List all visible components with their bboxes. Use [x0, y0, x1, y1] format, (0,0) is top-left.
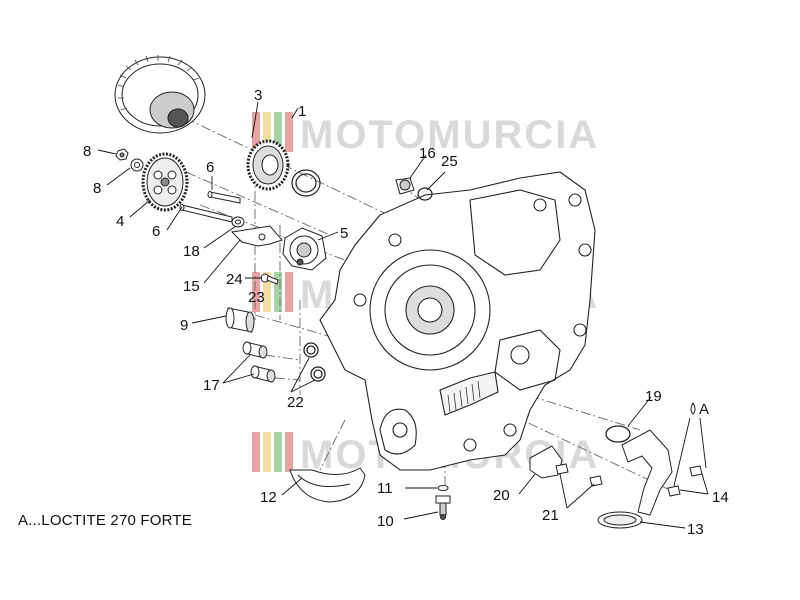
callout-4: 4 — [116, 213, 124, 230]
part-10-switch — [435, 495, 451, 520]
callout-25: 25 — [441, 153, 458, 170]
watermark-text-top: MOTOMURCIA — [300, 113, 599, 157]
crankcase-cover — [319, 171, 596, 471]
callout-20: 20 — [493, 487, 510, 504]
part-6-pin-upper — [207, 191, 241, 204]
callout-13: 13 — [687, 521, 704, 538]
part-13-oil-pickup — [597, 429, 673, 529]
part-18-washer — [231, 216, 245, 228]
part-17-plug-upper — [242, 341, 268, 359]
part-14-screws — [667, 465, 703, 497]
loctite-note: A...LOCTITE 270 FORTE — [18, 512, 192, 529]
part-25-oring — [417, 187, 433, 201]
pump-shaft-threads — [447, 380, 481, 413]
callout-11: 11 — [377, 480, 393, 497]
callout-21: 21 — [542, 507, 559, 524]
watermark-logo-top: MOTOMURCIA — [252, 112, 599, 157]
callout-8: 8 — [83, 143, 91, 160]
callout-9: 9 — [180, 317, 188, 334]
part-3-gear — [246, 139, 290, 191]
leader-lines — [97, 101, 709, 529]
part-5-oil-pump — [282, 227, 327, 271]
part-20-plate — [529, 445, 563, 479]
part-11-washer — [437, 485, 449, 491]
part-7-washer — [130, 158, 144, 172]
part-15-plate — [230, 225, 283, 247]
callout-19: 19 — [645, 388, 662, 405]
callout-12: 12 — [260, 489, 277, 506]
callout-18: 18 — [183, 243, 200, 260]
part-2-circlip — [291, 169, 321, 197]
callout-6-lower: 6 — [152, 223, 160, 240]
callout-15: 15 — [183, 278, 200, 295]
callout-7: 8 — [93, 180, 101, 197]
part-4-pump-gear — [141, 152, 189, 212]
part-9-filter — [225, 307, 255, 333]
callout-16: 16 — [419, 145, 436, 162]
callout-24: 24 — [226, 271, 243, 288]
callout-22: 22 — [287, 394, 304, 411]
callout-3: 3 — [254, 87, 262, 104]
part-12-cover — [289, 467, 366, 503]
callout-17: 17 — [203, 377, 220, 394]
callout-23: 23 — [248, 289, 265, 306]
callout-10: 10 — [377, 513, 394, 530]
part-21-screws — [555, 463, 603, 487]
part-1-clutch-housing — [114, 55, 206, 134]
callout-5: 5 — [340, 225, 348, 242]
callout-6-upper: 6 — [206, 159, 214, 176]
callout-1: 1 — [298, 103, 306, 120]
clutch-teeth — [117, 55, 200, 111]
callout-14: 14 — [712, 489, 729, 506]
part-17-plug-lower — [250, 365, 276, 383]
part-8-nut — [115, 148, 129, 161]
part-16-plug — [395, 177, 415, 195]
part-19-oring — [605, 425, 631, 443]
part-22-orings — [303, 342, 326, 382]
loctite-drop-icon — [690, 401, 696, 415]
callout-A: A — [699, 401, 709, 418]
